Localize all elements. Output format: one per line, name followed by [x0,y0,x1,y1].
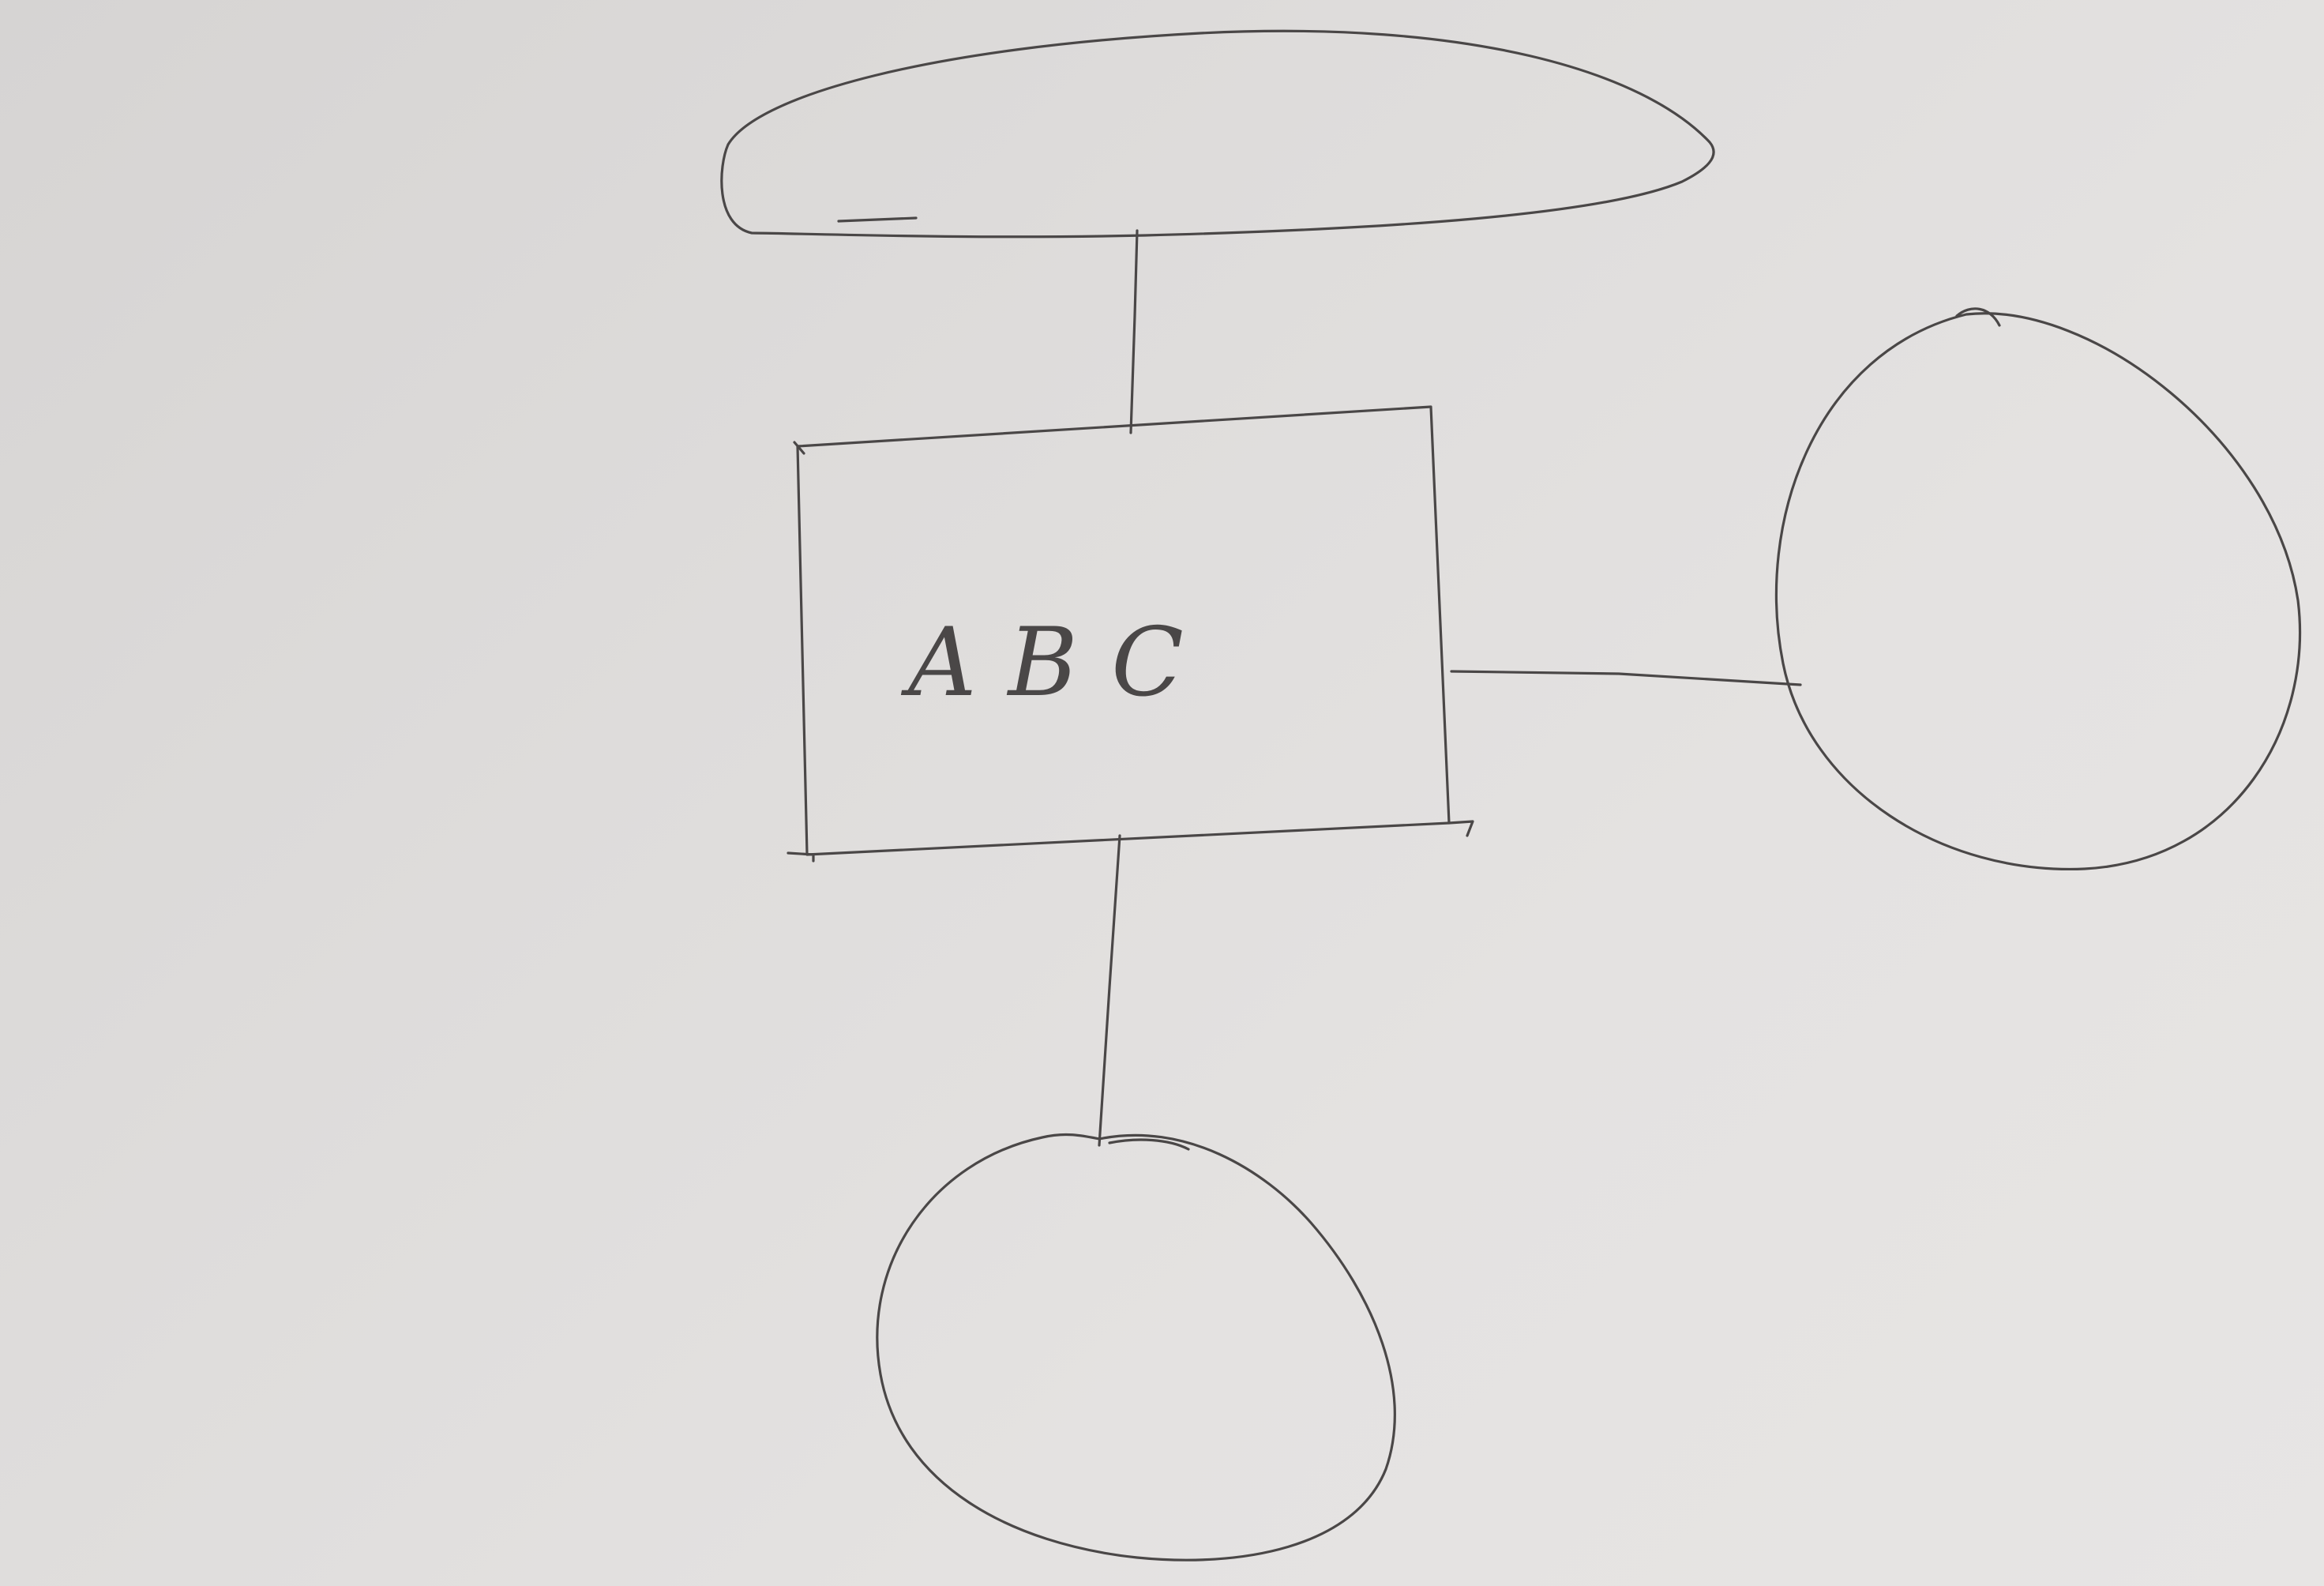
top-ellipse [720,29,1715,239]
right-circle [1774,312,2302,871]
box-corner-tick-br [1447,820,1474,837]
box-corner-tick-bl [787,851,815,863]
right-circle-tick [1955,307,2001,327]
connector-right [1450,670,1802,686]
box-corner-tick-tl [793,441,805,455]
ellipse-tick-mark [837,216,918,223]
box-label: ABC [900,608,1215,718]
connector-bottom [1098,834,1121,1147]
connector-top [1129,229,1139,434]
bottom-circle-tick [1108,1138,1190,1151]
bottom-circle [876,1133,1396,1562]
